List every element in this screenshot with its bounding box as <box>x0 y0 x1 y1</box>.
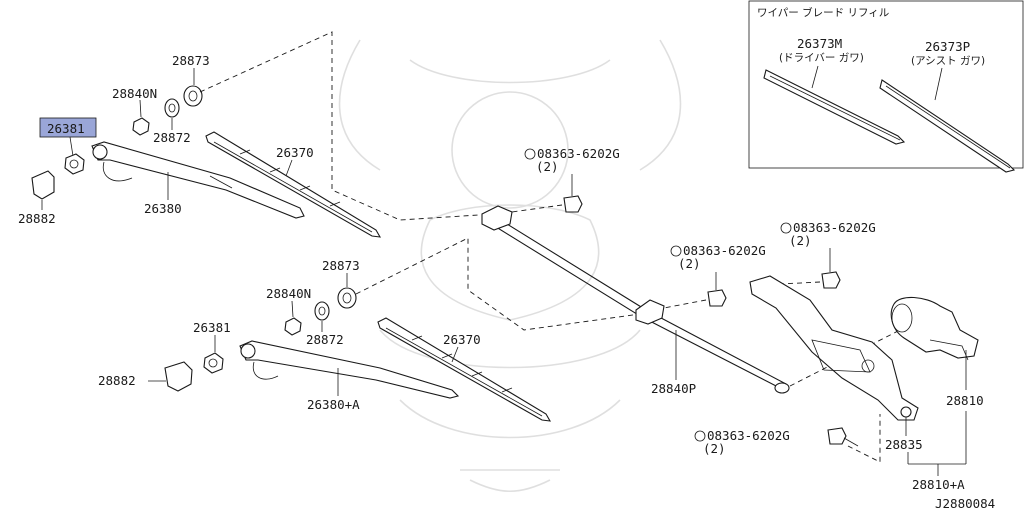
refill-driver-part: 26373M <box>797 36 842 51</box>
lower-blade <box>377 317 552 422</box>
upper-arm-group: 26381 28882 28840N 28872 28873 26380 <box>18 31 495 238</box>
bolt-1-qty: (2) <box>536 159 559 174</box>
driver-refill-strip <box>763 69 906 145</box>
bolt-3-qty: (2) <box>789 233 812 248</box>
label-lower-cover-nut: 26381 <box>193 320 231 335</box>
label-lower-arm: 26380+A <box>307 397 360 412</box>
label-lower-washer: 28873 <box>322 258 360 273</box>
upper-cap <box>31 170 55 200</box>
refill-inset: ワイパー ブレード リフィル 26373M (ドライバー ガワ) 26373P … <box>748 0 1024 173</box>
wiper-motor <box>890 296 979 359</box>
lower-washer <box>337 287 357 309</box>
label-frame-assembly: 28810+A <box>912 477 965 492</box>
upper-arm <box>91 141 305 219</box>
lower-arm-group: 26381 28882 28840N 28872 28873 26380+A 2… <box>98 237 641 422</box>
label-lower-blade: 26370 <box>443 332 481 347</box>
bolt-1: 08363-6202G (2) <box>511 146 620 213</box>
linkage-group: 28840P <box>481 205 901 396</box>
bolt-2: 08363-6202G (2) <box>663 243 766 309</box>
label-upper-bushing: 28872 <box>153 130 191 145</box>
upper-bushing <box>164 98 180 118</box>
bolt-4-qty: (2) <box>703 441 726 456</box>
upper-blade <box>205 131 382 238</box>
lower-cap <box>164 361 193 392</box>
refill-title: ワイパー ブレード リフィル <box>757 6 889 19</box>
watermark-emblem <box>338 39 682 493</box>
label-upper-cover-nut: 26381 <box>47 121 85 136</box>
lower-bushing <box>314 301 330 321</box>
lower-arm <box>239 340 460 399</box>
refill-assist-part: 26373P <box>925 39 970 54</box>
label-upper-washer: 28873 <box>172 53 210 68</box>
upper-nut <box>132 117 150 136</box>
bolt-3-part: 08363-6202G <box>793 220 876 235</box>
label-motor: 28810 <box>946 393 984 408</box>
label-lower-nut: 28840N <box>266 286 311 301</box>
label-upper-blade: 26370 <box>276 145 314 160</box>
bolt-1-part: 08363-6202G <box>537 146 620 161</box>
lower-nut <box>284 317 302 336</box>
wiper-frame <box>749 275 919 421</box>
refill-driver-note: (ドライバー ガワ) <box>779 52 864 64</box>
bolt-2-part: 08363-6202G <box>683 243 766 258</box>
bolt-4: 08363-6202G (2) <box>694 414 881 463</box>
bolt-2-qty: (2) <box>678 256 701 271</box>
label-lower-cap: 28882 <box>98 373 136 388</box>
label-upper-arm: 26380 <box>144 201 182 216</box>
frame-motor-group: 28835 28810 28810+A <box>749 275 984 492</box>
label-upper-cap: 28882 <box>18 211 56 226</box>
upper-cover-nut <box>64 153 85 175</box>
label-lower-bushing: 28872 <box>306 332 344 347</box>
highlight-box <box>39 117 97 138</box>
bolt-4-part: 08363-6202G <box>707 428 790 443</box>
catalog-code: J2880084 <box>935 496 995 511</box>
label-upper-nut: 28840N <box>112 86 157 101</box>
label-linkage: 28840P <box>651 381 696 396</box>
label-bracket: 28835 <box>885 437 923 452</box>
lower-cover-nut <box>203 352 224 374</box>
refill-assist-note: (アシスト ガワ) <box>911 55 985 67</box>
upper-washer <box>183 85 203 107</box>
bolt-3: 08363-6202G (2) <box>779 220 876 289</box>
